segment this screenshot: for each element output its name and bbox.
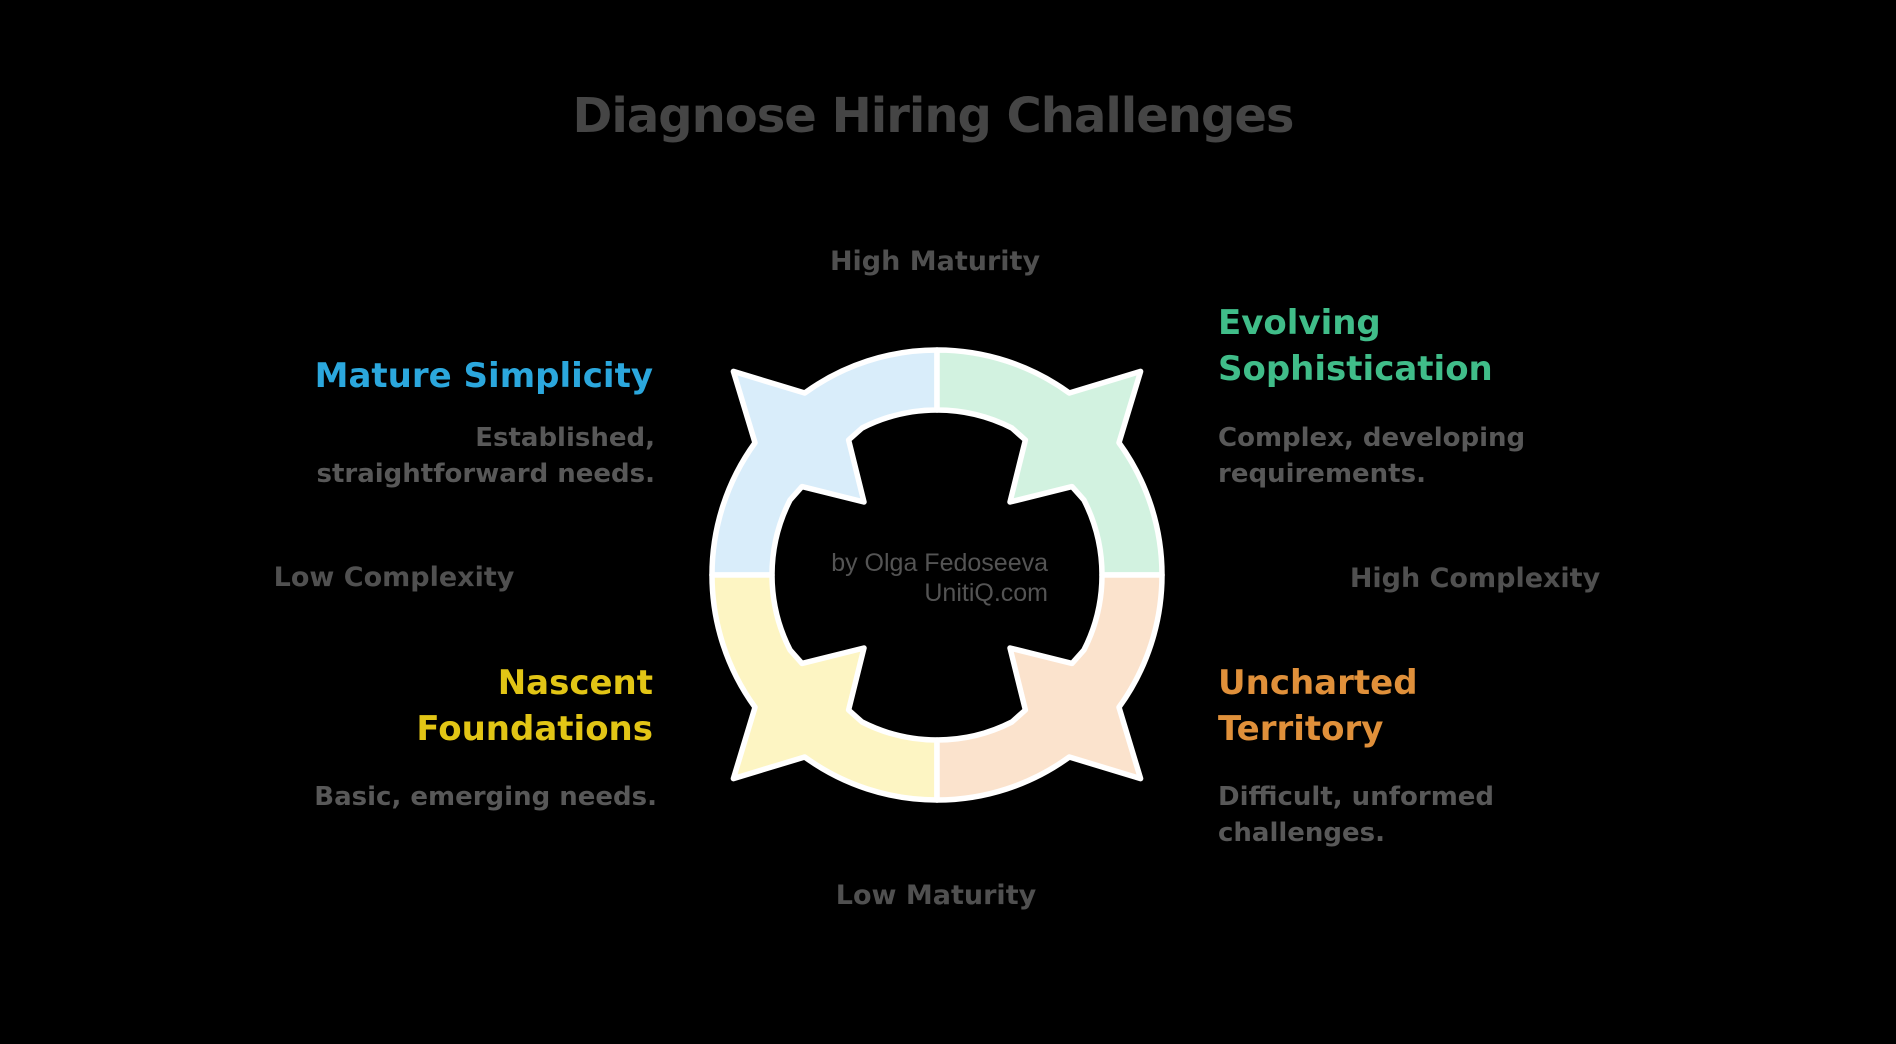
credit-site: UnitiQ.com xyxy=(924,579,1048,607)
quadrant-description-uncharted-territory: Difficult, unformed challenges. xyxy=(1218,782,1495,849)
credit-author: by Olga Fedoseeva xyxy=(831,549,1048,577)
band-arrow-bottom-left xyxy=(709,572,940,803)
quadrant-description-nascent-foundations: Basic, emerging needs. xyxy=(314,782,657,812)
quadrant-heading-mature-simplicity: Mature Simplicity xyxy=(314,356,653,396)
quadrant-heading-evolving-sophistication: Evolving Sophistication xyxy=(1218,303,1493,390)
axis-label-low-complexity: Low Complexity xyxy=(273,562,515,593)
cycle-ring xyxy=(709,347,1165,803)
band-arrow-top-right xyxy=(934,347,1165,578)
quadrant-heading-uncharted-territory: Uncharted Territory xyxy=(1218,663,1418,750)
axis-label-high-maturity: High Maturity xyxy=(829,246,1041,277)
cycle-diagram-svg xyxy=(709,347,1165,803)
band-arrow-top-left xyxy=(709,347,940,578)
axis-label-high-complexity: High Complexity xyxy=(1349,563,1601,594)
band-arrow-bottom-right xyxy=(934,572,1165,803)
quadrant-description-evolving-sophistication: Complex, developing requirements. xyxy=(1218,423,1526,490)
credit-block: by Olga Fedoseeva UnitiQ.com xyxy=(831,548,1048,608)
quadrant-heading-nascent-foundations: Nascent Foundations xyxy=(416,663,653,750)
axis-label-low-maturity: Low Maturity xyxy=(835,880,1037,911)
page-title: Diagnose Hiring Challenges xyxy=(572,88,1295,144)
quadrant-description-mature-simplicity: Established, straightforward needs. xyxy=(316,423,655,490)
